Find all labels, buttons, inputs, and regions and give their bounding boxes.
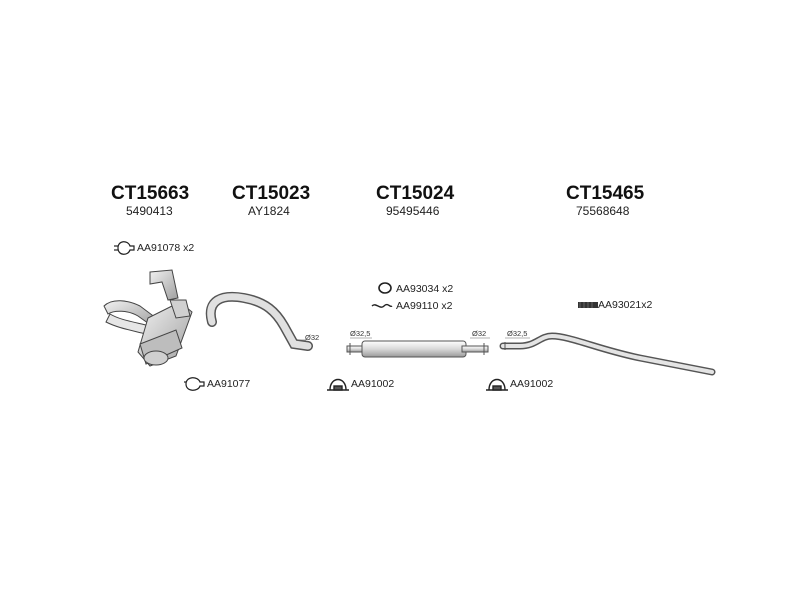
clamp-icon	[114, 241, 135, 255]
part-label-gasket: AA91077	[207, 378, 251, 390]
dimension-label-4: Ø32,5	[507, 329, 528, 338]
dimension-label-1: Ø32	[305, 333, 320, 342]
o-ring-icon	[378, 282, 392, 294]
dimension-label-2: Ø32,5	[350, 329, 371, 338]
hanger-icon	[371, 303, 393, 308]
front-bend-pipe	[205, 291, 313, 351]
u-clamp-icon-2	[486, 378, 508, 391]
group-ref-1: 5490413	[126, 204, 173, 218]
group-ref-2: AY1824	[248, 204, 290, 218]
middle-silencer	[346, 340, 489, 358]
part-label-clamp-mid-1: AA91002	[351, 378, 395, 390]
group-code-1: CT15663	[111, 183, 190, 204]
part-label-hanger: AA99110 x2	[396, 300, 453, 312]
part-label-clamp-mid-2: AA91002	[510, 378, 554, 390]
group-ref-4: 75568648	[576, 204, 630, 218]
part-label-rubber-mount: AA93021x2	[598, 299, 653, 311]
part-label-ring: AA93034 x2	[396, 283, 454, 295]
group-ref-3: 95495446	[386, 204, 440, 218]
u-clamp-icon-1	[327, 378, 349, 391]
tail-pipe	[499, 332, 716, 376]
part-label-clamp-manifold: AA91078 x2	[137, 242, 195, 254]
group-code-3: CT15024	[376, 183, 455, 204]
gasket-icon	[184, 377, 205, 391]
dimension-leaders	[298, 337, 530, 341]
group-code-2: CT15023	[232, 183, 311, 204]
rubber-mount-icon	[578, 302, 598, 308]
group-code-4: CT15465	[566, 183, 645, 204]
manifold-catalyst-part	[103, 269, 193, 367]
dimension-label-3: Ø32	[472, 329, 487, 338]
